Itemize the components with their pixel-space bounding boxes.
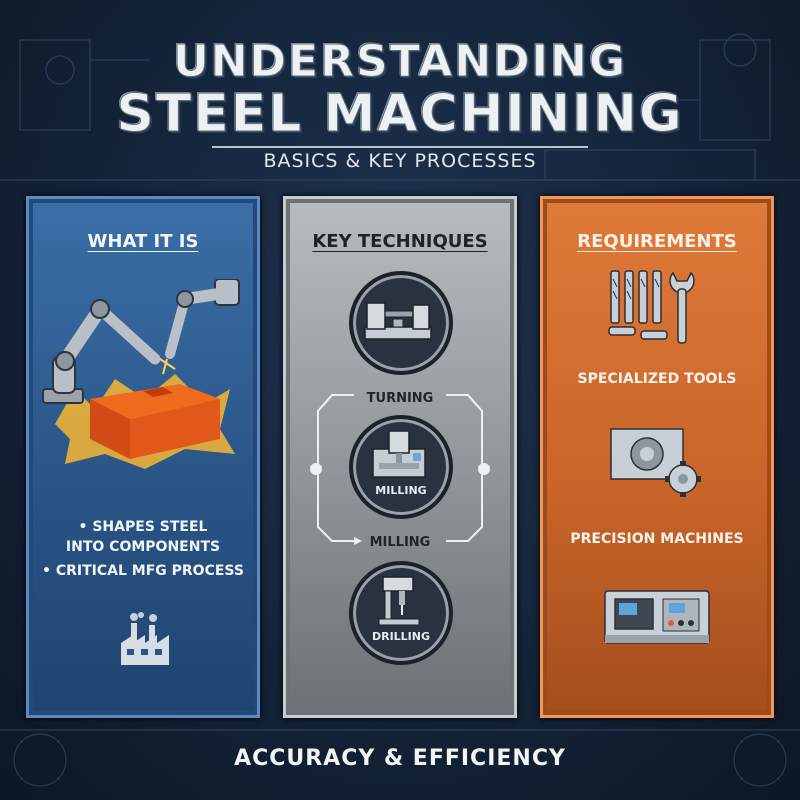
what-it-is-panel: WHAT IT IS • SHAPES STEEL INTO COMPONENT… <box>26 196 260 718</box>
process-connector <box>310 394 490 545</box>
tools-icon <box>608 270 695 344</box>
what-it-is-heading: WHAT IT IS <box>87 231 199 252</box>
robot-arm-icon <box>42 279 240 469</box>
glowing-steel-block-icon <box>55 374 235 469</box>
bullet-critical-process: • CRITICAL MFG PROCESS <box>42 563 244 579</box>
gear-machine-icon <box>610 428 701 497</box>
milling-machine-icon <box>372 430 426 478</box>
lathe-icon <box>364 302 432 340</box>
key-techniques-heading: KEY TECHNIQUES <box>312 231 488 252</box>
specialized-tools-label: SPECIALIZED TOOLS <box>577 371 737 387</box>
title-line-1: UNDERSTANDING <box>172 36 627 88</box>
factory-icon <box>121 612 169 665</box>
requirements-panel: REQUIREMENTS SPECIALIZED TOOLS <box>540 196 774 718</box>
subtitle: BASICS & KEY PROCESSES <box>263 150 537 172</box>
drill-press-icon <box>378 576 420 626</box>
milling-circle: MILLING <box>349 415 453 519</box>
bullet-shapes-steel-line2: INTO COMPONENTS <box>65 539 221 555</box>
bullet-shapes-steel-line1: • SHAPES STEEL <box>78 519 208 535</box>
footer-tagline: ACCURACY & EFFICIENCY <box>234 746 566 771</box>
milling-label: MILLING <box>369 535 431 550</box>
drilling-label: DRILLING <box>371 630 431 643</box>
milling-inner-label: MILLING <box>375 484 427 497</box>
precision-machines-label: PRECISION MACHINES <box>570 531 744 547</box>
cnc-machine-icon <box>604 590 710 644</box>
turning-label: TURNING <box>366 391 434 406</box>
turning-circle <box>349 271 453 375</box>
requirements-heading: REQUIREMENTS <box>577 231 737 252</box>
title-line-2: STEEL MACHINING <box>116 84 684 145</box>
title-divider <box>212 146 588 148</box>
key-techniques-panel: KEY TECHNIQUES TURNING MILLING MI <box>283 196 517 718</box>
drilling-circle: DRILLING <box>349 561 453 665</box>
